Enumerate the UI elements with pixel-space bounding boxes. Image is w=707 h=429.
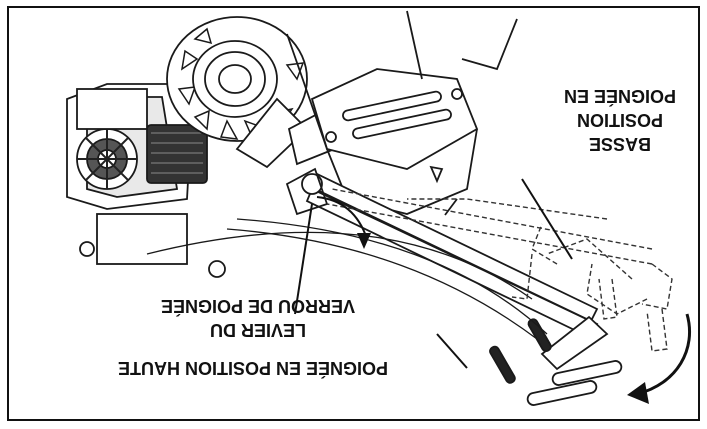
leader-lines — [294, 178, 573, 369]
label-handle-low-line3: BASSE — [589, 134, 651, 154]
handle-upper-position-ghost — [326, 188, 673, 352]
curved-arrow-icon — [636, 313, 692, 396]
wheel-assembly — [166, 10, 518, 216]
label-lock-lever-line1: LEVIER DU — [210, 320, 306, 340]
label-lock-lever: VERROU DE POIGNÉE LEVIER DU — [161, 296, 355, 340]
curved-arrow-icon — [627, 382, 649, 404]
label-handle-low-line1: POIGNÉE EN — [564, 86, 676, 107]
curved-arrow-icon — [316, 196, 368, 240]
label-handle-low-line2: POSITION — [577, 110, 663, 130]
label-handle-high: POIGNÉE EN POSITION HAUTE — [118, 358, 388, 379]
curved-arrow-icon — [357, 233, 371, 249]
label-handle-low: POIGNÉE EN POSITION BASSE — [564, 86, 676, 154]
handle-lower-position — [146, 167, 623, 406]
label-lock-lever-line2: VERROU DE POIGNÉE — [161, 296, 355, 317]
illustration-rotated — [66, 10, 692, 406]
label-handle-high-line1: POIGNÉE EN POSITION HAUTE — [118, 358, 388, 379]
